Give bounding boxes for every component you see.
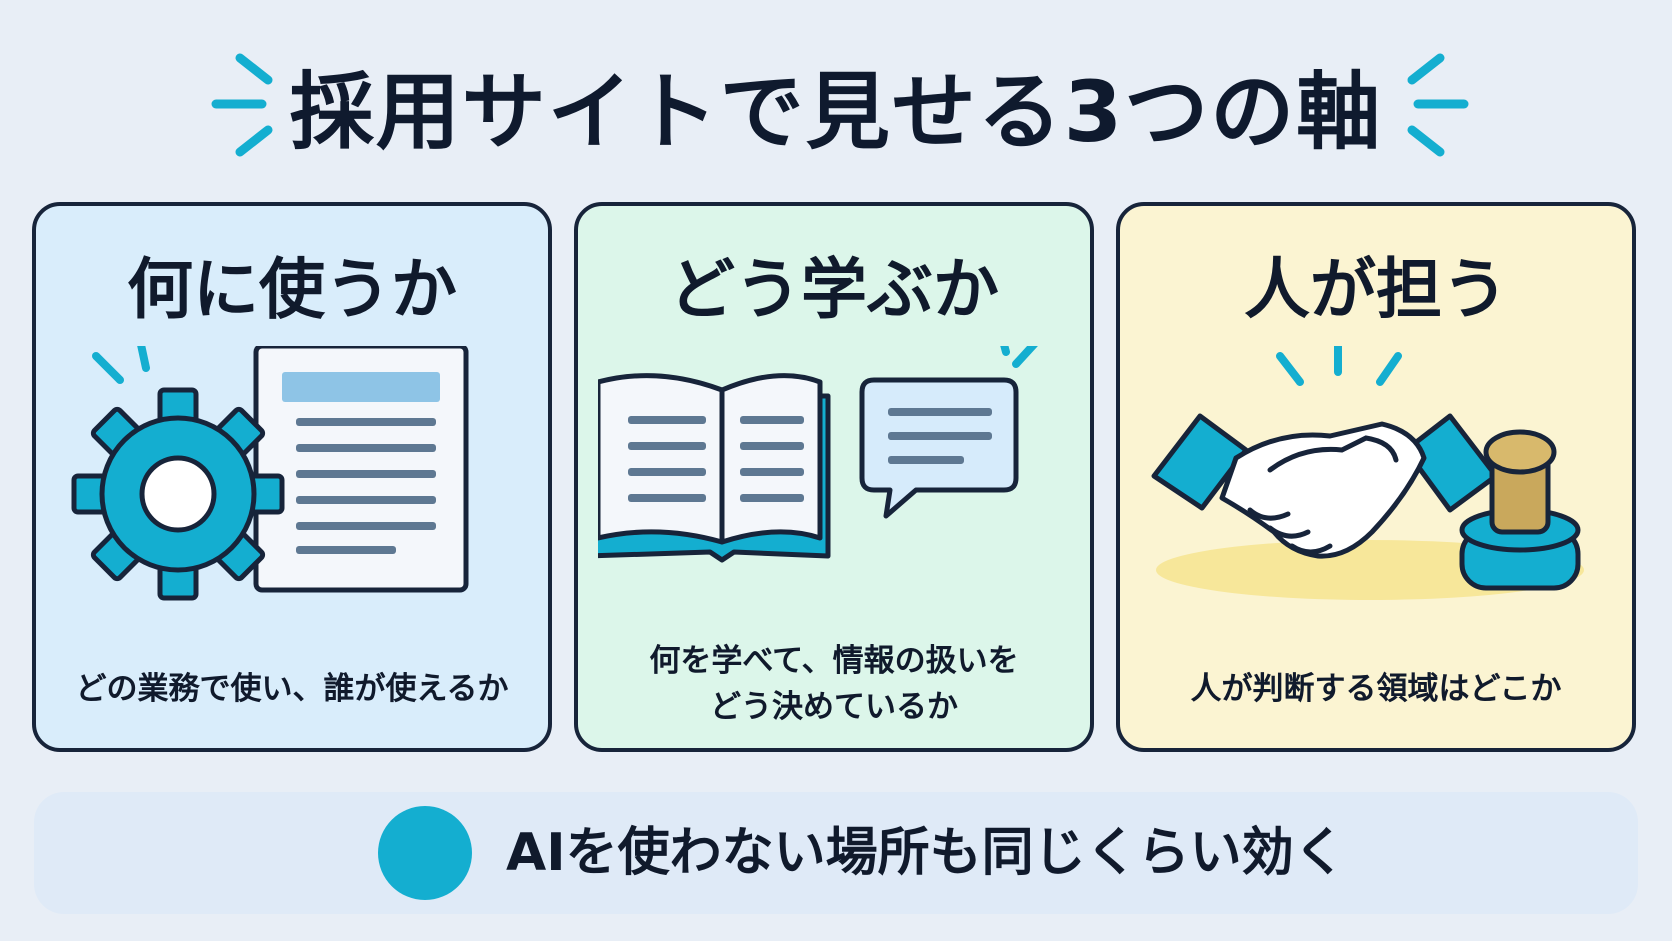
card-description-line: どの業務で使い、誰が使えるか bbox=[75, 671, 509, 707]
card-title: 何に使うか bbox=[127, 251, 457, 328]
circle-bullet-icon bbox=[378, 806, 472, 900]
card-title: 人が担う bbox=[1244, 251, 1508, 328]
book-speech-bubble-icon bbox=[585, 318, 1070, 626]
footer-banner: AIを使わない場所も同じくらい効く bbox=[34, 792, 1638, 914]
footer-text: AIを使わない場所も同じくらい効く bbox=[506, 823, 1346, 883]
card-description: どの業務で使い、誰が使えるか bbox=[46, 666, 538, 712]
title-burst-right-icon bbox=[1330, 40, 1470, 170]
card-how-to-learn: どう学ぶか 何を学べて、情報の扱いを bbox=[574, 202, 1094, 752]
gear-document-icon bbox=[56, 336, 528, 626]
card-description: 何を学べて、情報の扱いを どう決めているか bbox=[588, 638, 1080, 730]
title-burst-left-icon bbox=[210, 40, 350, 170]
card-title: どう学ぶか bbox=[669, 251, 999, 328]
card-how-to-use: 何に使うか bbox=[32, 202, 552, 752]
card-description-line: どう決めているか bbox=[710, 689, 958, 725]
card-description-line: 人が判断する領域はどこか bbox=[1190, 671, 1562, 707]
card-description: 人が判断する領域はどこか bbox=[1130, 666, 1622, 712]
handshake-stamp-icon bbox=[1140, 336, 1612, 626]
card-human-role: 人が担う 人が判断する領域はどこか bbox=[1116, 202, 1636, 752]
title-area: 採用サイトで見せる3つの軸 bbox=[0, 40, 1672, 170]
page-title: 採用サイトで見せる3つの軸 bbox=[289, 62, 1383, 161]
card-description-line: 何を学べて、情報の扱いを bbox=[649, 643, 1019, 679]
